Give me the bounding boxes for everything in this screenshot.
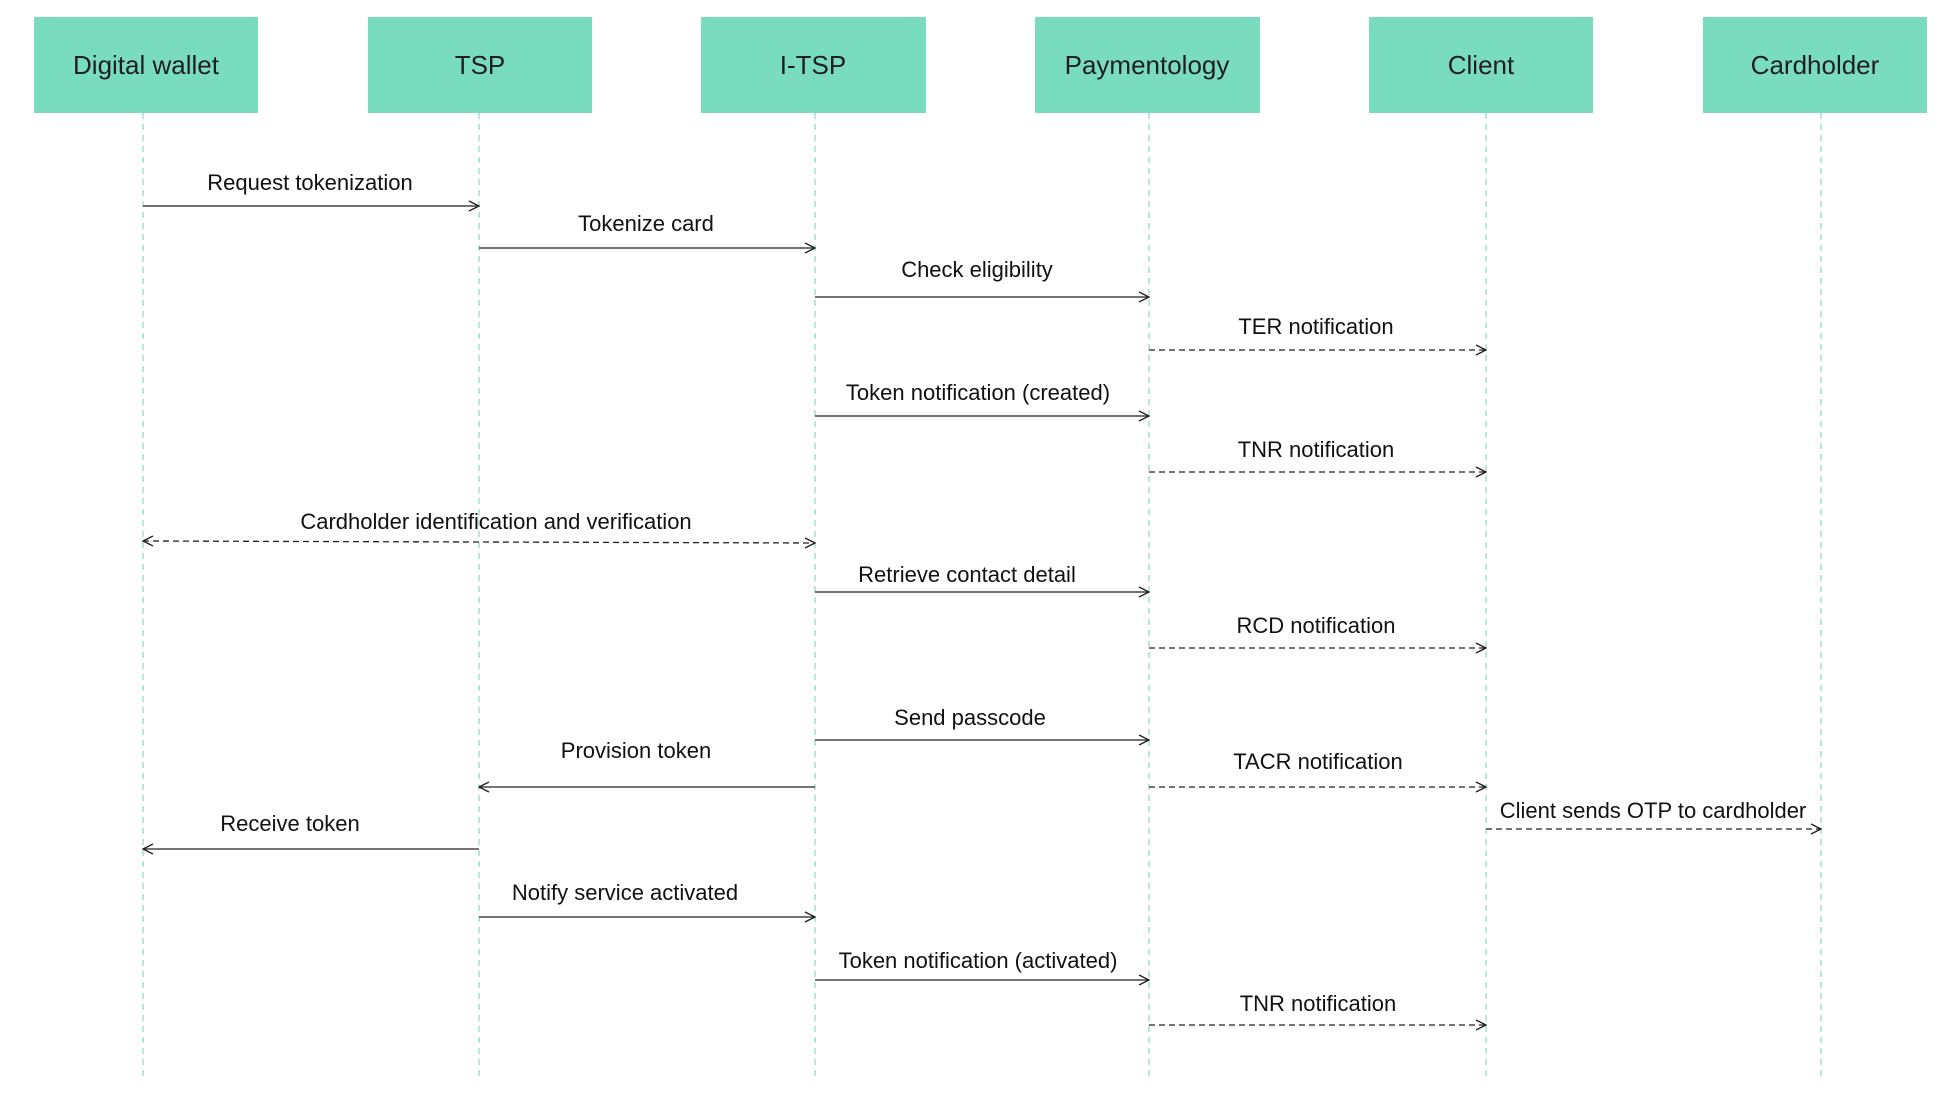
messages: Request tokenization Tokenize card Check… xyxy=(143,170,1821,1025)
message-label: Token notification (created) xyxy=(846,380,1110,405)
message-label: TNR notification xyxy=(1238,437,1395,462)
participant-client: Client xyxy=(1369,17,1593,1080)
message-cardholder-identification-and-verification: Cardholder identification and verificati… xyxy=(143,509,815,543)
message-label: Provision token xyxy=(561,738,711,763)
message-provision-token: Provision token xyxy=(479,738,815,787)
participant-box xyxy=(368,17,592,113)
message-label: Notify service activated xyxy=(512,880,738,905)
message-label: TER notification xyxy=(1238,314,1393,339)
message-label: RCD notification xyxy=(1237,613,1396,638)
message-label: Receive token xyxy=(220,811,359,836)
participant-digital-wallet: Digital wallet xyxy=(34,17,258,1080)
participant-cardholder: Cardholder xyxy=(1703,17,1927,1080)
message-label: TACR notification xyxy=(1233,749,1403,774)
participant-box xyxy=(1703,17,1927,113)
message-token-notification-activated: Token notification (activated) xyxy=(815,948,1149,980)
message-label: Retrieve contact detail xyxy=(858,562,1076,587)
message-label: Tokenize card xyxy=(578,211,714,236)
message-tacr-notification: TACR notification xyxy=(1149,749,1486,787)
participant-box xyxy=(34,17,258,113)
participants: Digital wallet TSP I-TSP Paymentology Cl… xyxy=(34,17,1927,1080)
message-retrieve-contact-detail: Retrieve contact detail xyxy=(815,562,1149,592)
participant-label: Digital wallet xyxy=(73,50,220,80)
message-check-eligibility: Check eligibility xyxy=(815,257,1149,297)
participant-label: TSP xyxy=(455,50,506,80)
message-client-sends-otp: Client sends OTP to cardholder xyxy=(1486,798,1821,829)
message-notify-service-activated: Notify service activated xyxy=(479,880,815,917)
message-label: Client sends OTP to cardholder xyxy=(1500,798,1807,823)
message-rcd-notification: RCD notification xyxy=(1149,613,1486,648)
message-label: Check eligibility xyxy=(901,257,1053,282)
message-label: TNR notification xyxy=(1240,991,1397,1016)
message-arrow xyxy=(143,541,815,543)
message-tnr-notification: TNR notification xyxy=(1149,437,1486,472)
message-send-passcode: Send passcode xyxy=(815,705,1149,740)
message-label: Cardholder identification and verificati… xyxy=(300,509,691,534)
participant-i-tsp: I-TSP xyxy=(701,17,926,1080)
message-request-tokenization: Request tokenization xyxy=(143,170,479,206)
participant-box xyxy=(701,17,926,113)
message-receive-token: Receive token xyxy=(143,811,479,849)
participant-label: Paymentology xyxy=(1065,50,1230,80)
participant-label: Client xyxy=(1448,50,1515,80)
message-tnr-notification-final: TNR notification xyxy=(1149,991,1486,1025)
participant-box xyxy=(1035,17,1260,113)
message-label: Send passcode xyxy=(894,705,1046,730)
message-ter-notification: TER notification xyxy=(1149,314,1486,350)
participant-label: Cardholder xyxy=(1751,50,1880,80)
message-label: Request tokenization xyxy=(207,170,412,195)
participant-tsp: TSP xyxy=(368,17,592,1080)
message-label: Token notification (activated) xyxy=(839,948,1118,973)
participant-box xyxy=(1369,17,1593,113)
message-token-notification-created: Token notification (created) xyxy=(815,380,1149,416)
message-tokenize-card: Tokenize card xyxy=(479,211,815,248)
participant-paymentology: Paymentology xyxy=(1035,17,1260,1080)
participant-label: I-TSP xyxy=(780,50,846,80)
